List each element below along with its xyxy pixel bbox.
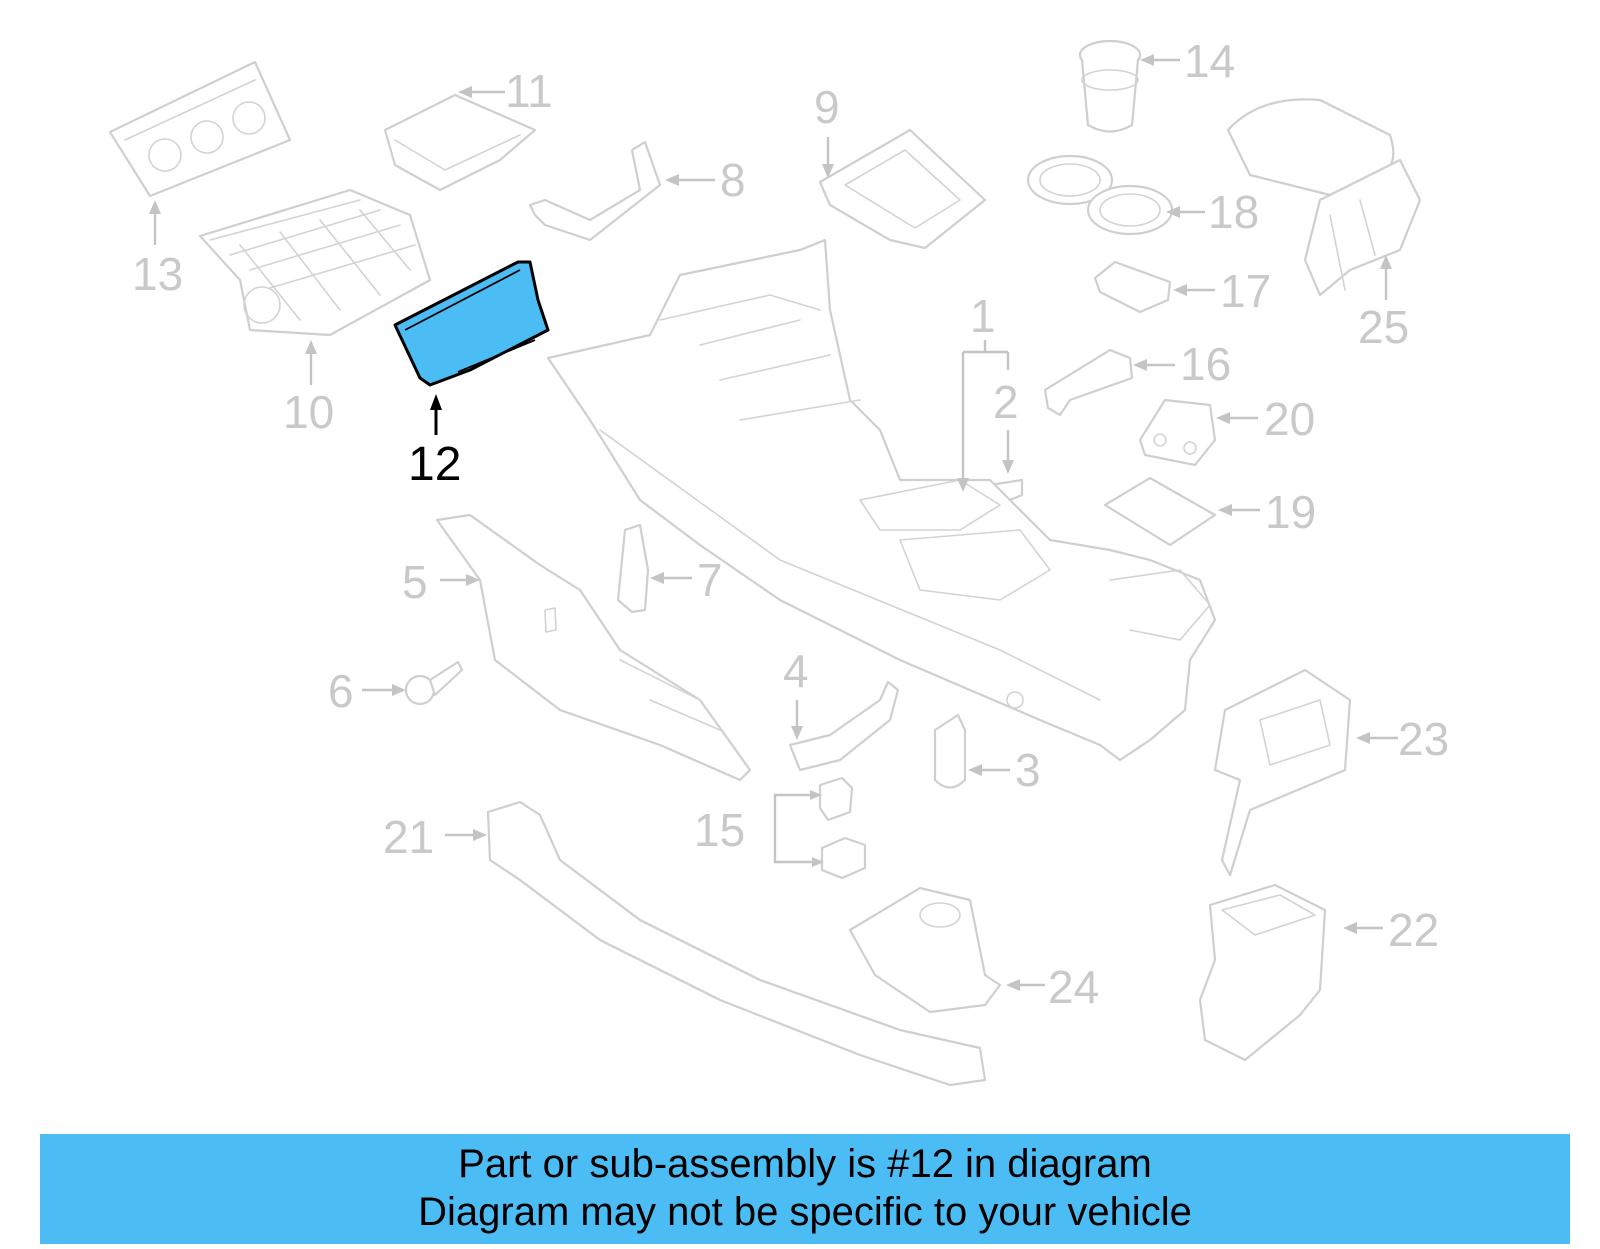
callout-4: 4 [783, 645, 809, 697]
callout-11: 11 [505, 65, 553, 117]
callout-25: 25 [1358, 301, 1409, 353]
part-1-center-console[interactable] [546, 238, 1217, 762]
part-25-armrest[interactable] [1226, 98, 1422, 297]
part-15-connectors[interactable] [773, 776, 867, 880]
callout-22: 22 [1388, 904, 1439, 956]
callout-8: 8 [720, 154, 746, 206]
callout-13: 13 [132, 248, 183, 300]
info-banner: Part or sub-assembly is #12 in diagram D… [40, 1134, 1570, 1244]
leader-lines [149, 54, 1398, 991]
callout-19: 19 [1265, 486, 1316, 538]
callout-1: 1 [970, 290, 996, 342]
banner-line-1: Part or sub-assembly is #12 in diagram [458, 1142, 1152, 1186]
part-5-side-panel[interactable] [435, 513, 752, 782]
part-8-bracket[interactable] [528, 140, 662, 242]
part-7-clip[interactable] [616, 523, 650, 614]
callout-10: 10 [283, 386, 334, 438]
part-3-cap[interactable] [933, 713, 967, 789]
banner-line-2: Diagram may not be specific to your vehi… [418, 1190, 1192, 1234]
callout-18: 18 [1208, 186, 1259, 238]
part-10-grille-unit[interactable] [198, 188, 432, 337]
part-19-pad[interactable] [1103, 476, 1217, 547]
callout-6: 6 [328, 665, 354, 717]
part-21-duct[interactable] [486, 800, 987, 1087]
callout-21: 21 [383, 811, 434, 863]
callout-5: 5 [402, 556, 428, 608]
callout-17: 17 [1220, 265, 1271, 317]
part-14-cup-insert[interactable] [1078, 39, 1142, 133]
part-4-bracket[interactable] [788, 680, 900, 772]
callout-15: 15 [694, 804, 745, 856]
part-6-screw[interactable] [404, 660, 464, 706]
callout-2: 2 [993, 376, 1019, 428]
callout-16: 16 [1180, 338, 1231, 390]
callout-3: 3 [1015, 744, 1041, 796]
part-22-rear-duct[interactable] [1198, 883, 1327, 1062]
part-17-cover[interactable] [1093, 260, 1172, 314]
part-13-vent-panel[interactable] [108, 60, 292, 198]
part-18-cup-mat[interactable] [1026, 154, 1174, 236]
callout-20: 20 [1264, 393, 1315, 445]
part-9-shifter-bezel[interactable] [818, 128, 987, 250]
callout-9: 9 [814, 81, 840, 133]
part-20-mount[interactable] [1138, 398, 1217, 467]
callout-24: 24 [1048, 961, 1099, 1013]
part-12-highlighted-cover[interactable] [393, 260, 550, 387]
part-23-rear-vent[interactable] [1213, 668, 1352, 877]
callout-23: 23 [1398, 713, 1449, 765]
callout-14: 14 [1184, 35, 1235, 87]
callout-labels: 1 2 3 4 5 6 7 8 9 10 11 12 13 14 15 16 1… [132, 35, 1449, 1013]
callout-12-highlighted: 12 [408, 438, 461, 491]
part-16-bracket[interactable] [1043, 348, 1134, 417]
part-24-shifter-base[interactable] [848, 886, 1002, 1014]
part-11-tray[interactable] [383, 93, 537, 192]
callout-7: 7 [697, 554, 723, 606]
